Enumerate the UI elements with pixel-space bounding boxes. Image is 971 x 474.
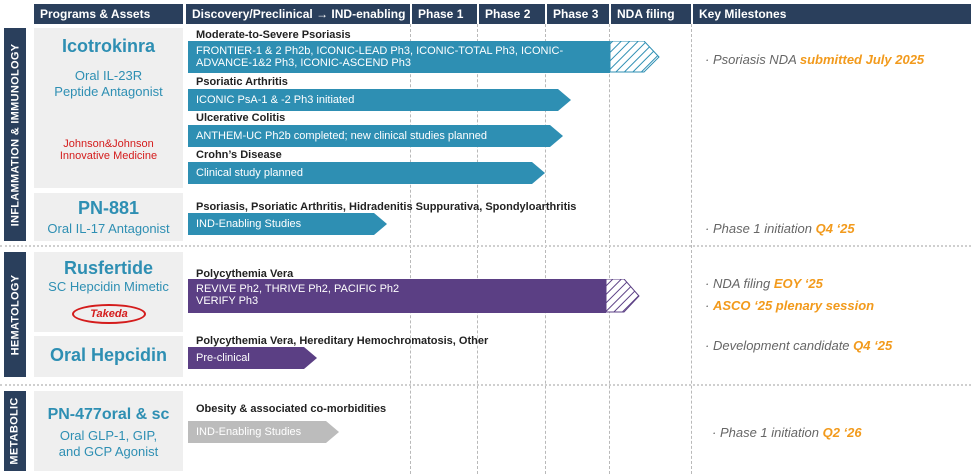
pipeline-bar-crohns: Clinical study planned: [188, 162, 546, 184]
indication-label: Ulcerative Colitis: [196, 112, 286, 124]
asset-name-pn881: PN-881: [77, 198, 140, 218]
section-divider: [0, 384, 971, 386]
header-discovery: Discovery/Preclinical → IND-enabling: [186, 4, 410, 24]
header-milestones: Key Milestones: [693, 4, 971, 24]
header-nda: NDA filing: [611, 4, 691, 24]
asset-desc-pn881: Oral IL-17 Antagonist: [47, 221, 170, 236]
asset-desc-pn477: Oral GLP-1, GIP,and GCP Agonist: [58, 428, 159, 459]
asset-card-pn477: [34, 391, 183, 471]
bar-shape: [188, 89, 571, 111]
indication-label: Psoriatic Arthritis: [196, 76, 288, 88]
milestone-psoriasis-nda: · Psoriasis NDA submitted July 2025: [705, 52, 925, 67]
bar-shape: [188, 421, 339, 443]
phase-divider: [545, 24, 546, 474]
bar-shape: [188, 347, 317, 369]
milestone-rusfertide-nda: · NDA filing EOY ‘25: [705, 276, 823, 291]
section-label-immunology: INFLAMMATION & IMMUNOLOGY: [9, 43, 22, 226]
header-phase1: Phase 1: [412, 4, 477, 24]
pipeline-bar-uc: ANTHEM-UC Ph2b completed; new clinical s…: [188, 125, 564, 147]
asset-card-pn881: [34, 193, 183, 241]
indication-label: Crohn’s Disease: [196, 149, 282, 161]
asset-name-pn477: PN-477oral & sc: [47, 406, 170, 423]
bar-shape: [188, 41, 660, 73]
indication-label: Polycythemia Vera: [196, 268, 294, 280]
phase-divider: [477, 24, 478, 474]
pipeline-bar-psa: ICONIC PsA-1 & -2 Ph3 initiated: [188, 89, 572, 111]
phase-divider: [609, 24, 610, 474]
asset-desc-rusfertide: SC Hepcidin Mimetic: [48, 279, 169, 294]
indication-label: Polycythemia Vera, Hereditary Hemochroma…: [196, 335, 489, 347]
milestone-pn477-phase1: · Phase 1 initiation Q2 ‘26: [712, 425, 862, 440]
asset-card-oral-hepcidin: [34, 336, 183, 377]
phase-divider: [410, 24, 411, 474]
indication-label: Moderate-to-Severe Psoriasis: [196, 29, 351, 41]
indication-label: Psoriasis, Psoriatic Arthritis, Hidraden…: [196, 201, 577, 213]
pipeline-bar-psoriasis: FRONTIER-1 & 2 Ph2b, ICONIC-LEAD Ph3, IC…: [188, 41, 660, 73]
bar-shape: [188, 162, 545, 184]
pipeline-bar-pn881: IND-Enabling Studies: [188, 213, 388, 235]
header-programs-assets: Programs & Assets: [34, 4, 183, 24]
indication-label: Obesity & associated co-morbidities: [196, 403, 387, 415]
partner-logo-takeda: Takeda: [72, 304, 146, 324]
section-divider: [0, 245, 971, 247]
asset-name-oral-hepcidin: Oral Hepcidin: [49, 345, 168, 365]
asset-name-icotrokinra: Icotrokinra: [61, 36, 156, 56]
bar-shape: [188, 279, 640, 313]
asset-name-rusfertide: Rusfertide: [63, 258, 153, 278]
section-label-metabolic: METABOLIC: [9, 397, 21, 465]
section-band-immunology: [4, 28, 26, 241]
header-phase2: Phase 2: [479, 4, 545, 24]
asset-card-icotrokinra: [34, 28, 183, 188]
bar-shape: [188, 125, 563, 147]
milestone-asco: · ASCO ‘25 plenary session: [705, 298, 875, 313]
milestone-oral-hepcidin: · Development candidate Q4 ‘25: [705, 338, 893, 353]
header-phase3: Phase 3: [547, 4, 609, 24]
section-band-hematology: [4, 252, 26, 377]
section-label-hematology: HEMATOLOGY: [9, 274, 22, 355]
bar-shape: [188, 213, 387, 235]
pipeline-bar-oral-hepcidin: Pre-clinical: [188, 347, 318, 369]
section-band-metabolic: [4, 391, 26, 471]
phase-divider: [691, 24, 692, 474]
pipeline-bar-pn477: IND-Enabling Studies: [188, 421, 340, 443]
milestone-pn881-phase1: · Phase 1 initiation Q4 ‘25: [705, 221, 855, 236]
